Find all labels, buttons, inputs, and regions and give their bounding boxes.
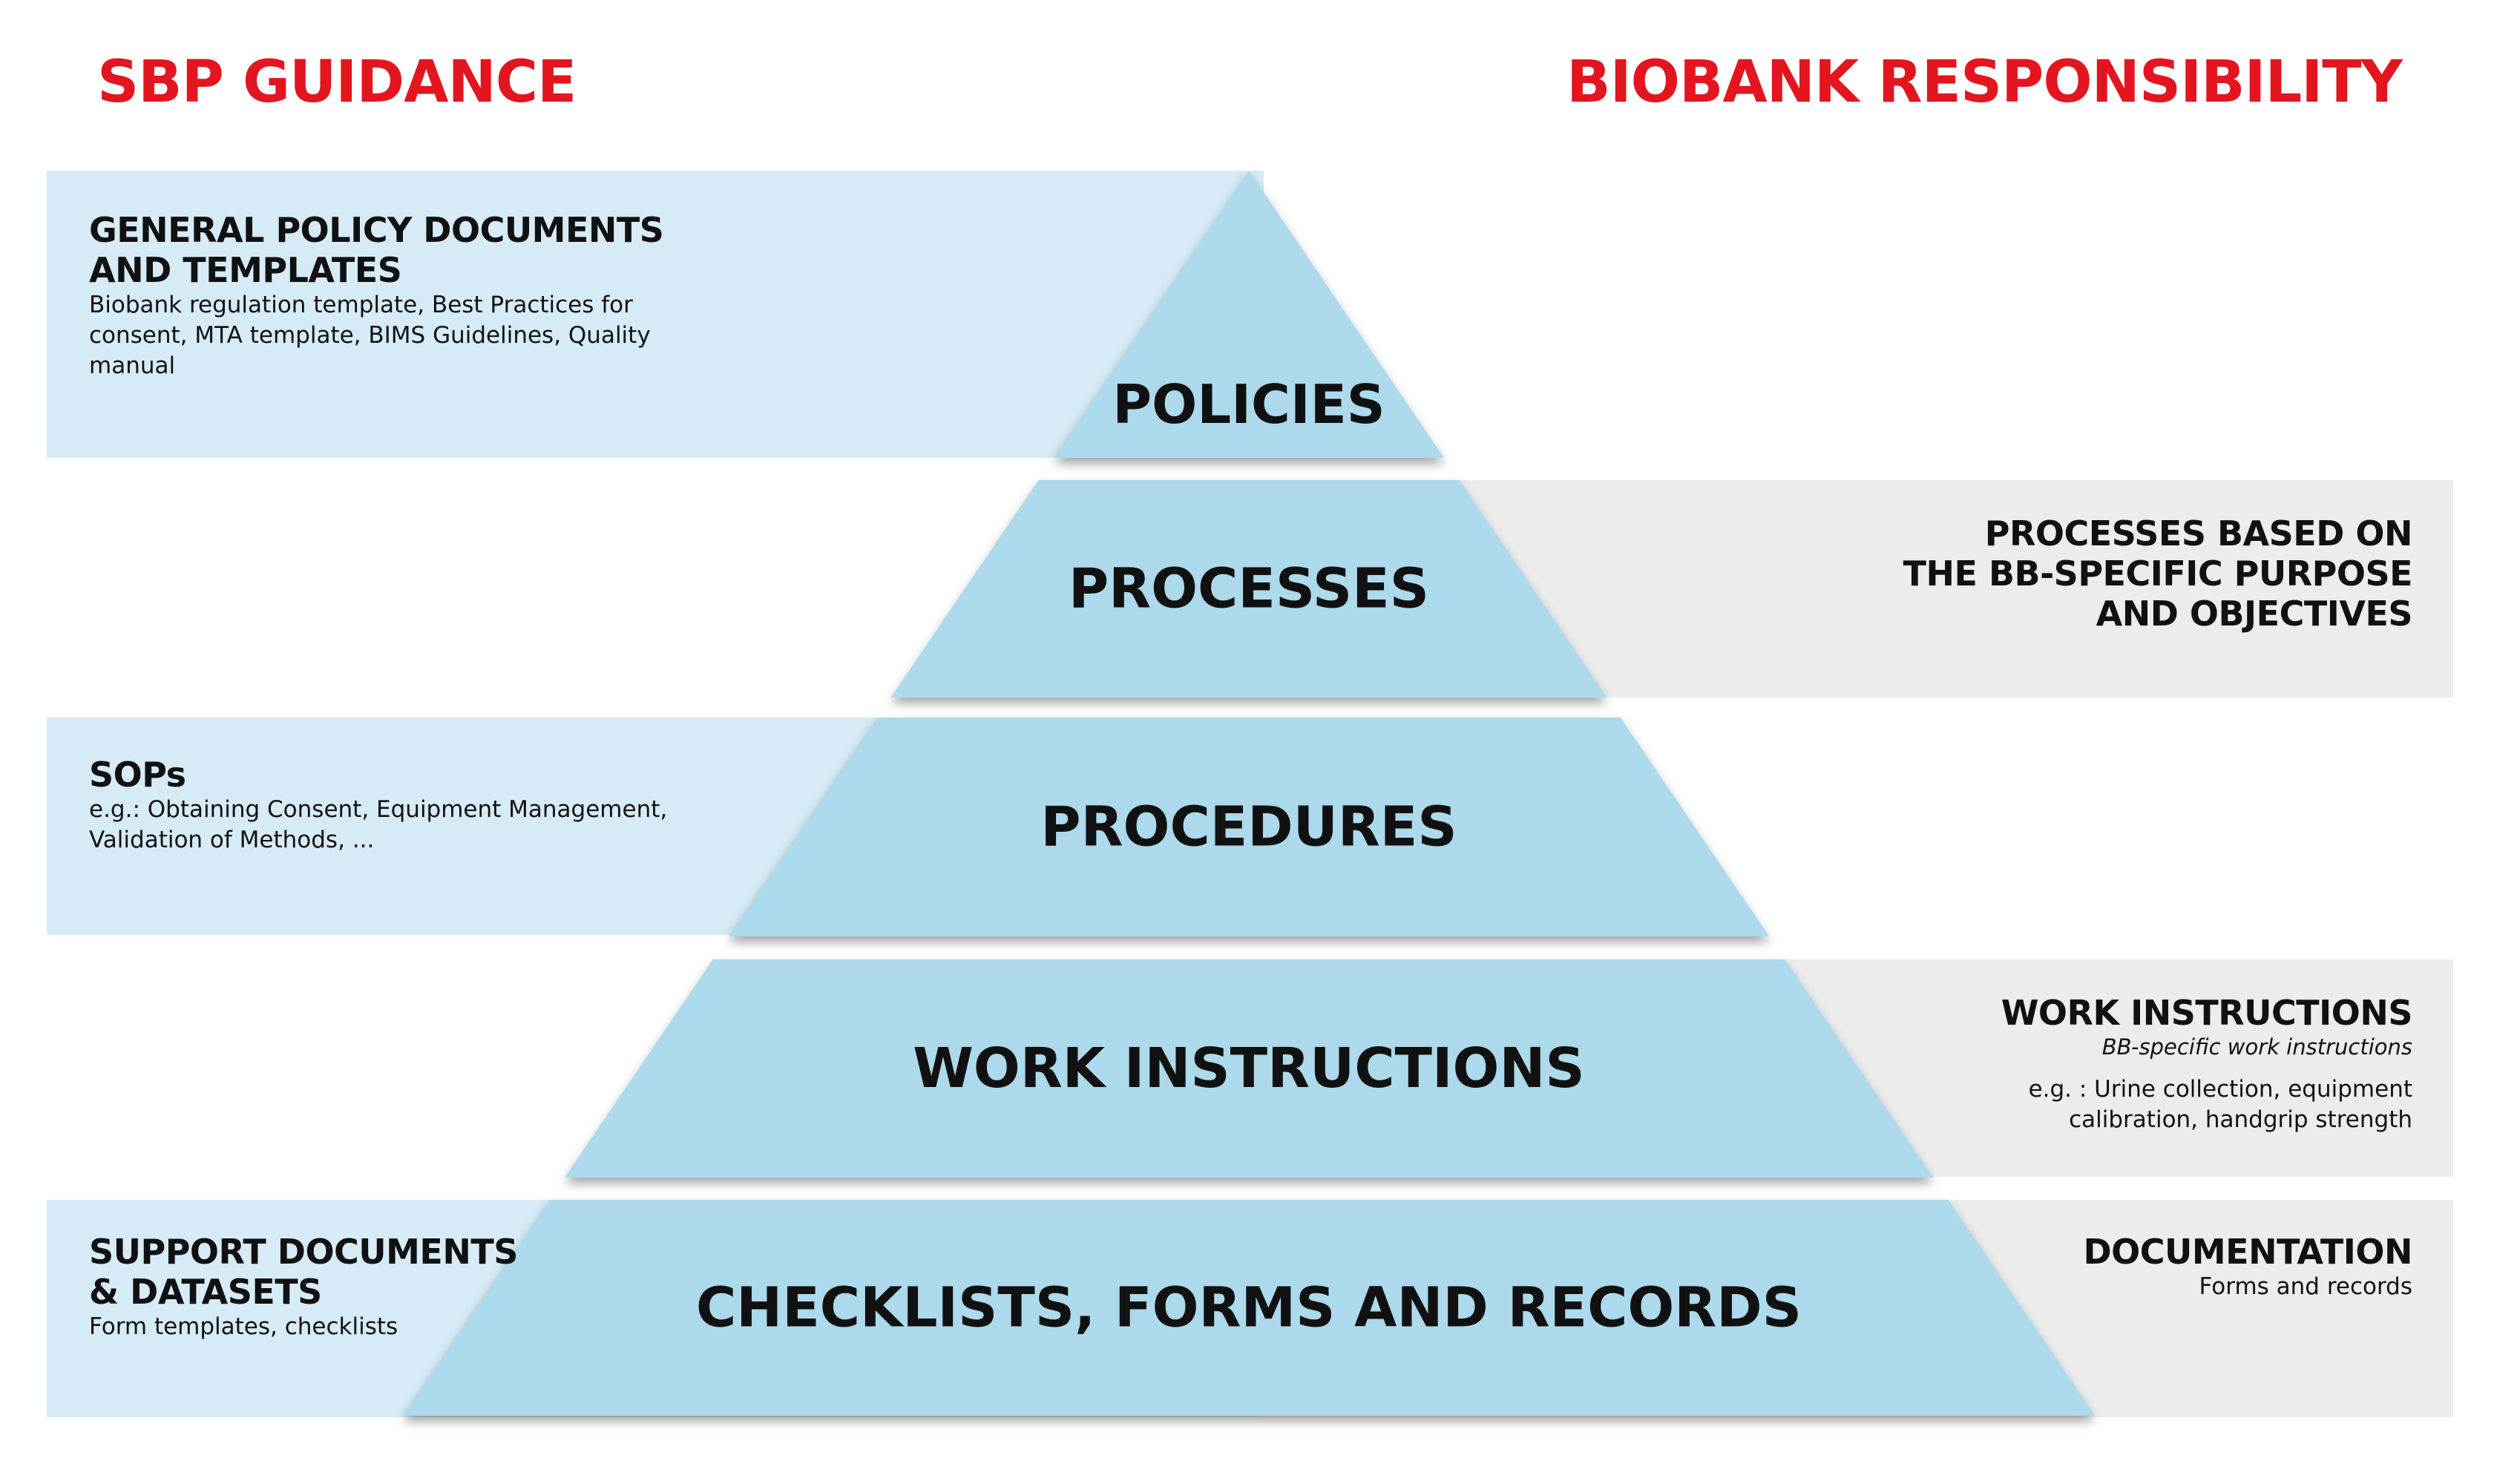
- policies-left-desc-line-3: manual: [89, 352, 176, 379]
- biobank-responsibility-heading: BIOBANK RESPONSIBILITY: [1566, 49, 2403, 116]
- policies-left-band: [47, 171, 1264, 458]
- checklists-left-title-line-1: SUPPORT DOCUMENTS: [89, 1232, 518, 1272]
- processes-right-title-line-3: AND OBJECTIVES: [2096, 594, 2413, 634]
- documentation-right-title: DOCUMENTATION: [2083, 1232, 2412, 1272]
- work-instructions-right-desc-line-1: e.g. : Urine collection, equipment: [2028, 1076, 2412, 1103]
- policies-left-title-line-2: AND TEMPLATES: [89, 250, 402, 290]
- processes-right-title-line-2: THE BB-SPECIFIC PURPOSE: [1903, 554, 2413, 594]
- processes-right-title-line-1: PROCESSES BASED ON: [1984, 513, 2413, 554]
- work-instructions-right-desc-line-2: calibration, handgrip strength: [2069, 1106, 2412, 1133]
- procedures-left-desc-line-1: e.g.: Obtaining Consent, Equipment Manag…: [89, 796, 668, 823]
- pyramid-label-policies: POLICIES: [1112, 373, 1385, 436]
- pyramid-level-work-instructions: [565, 959, 1933, 1178]
- policies-left-title-line-1: GENERAL POLICY DOCUMENTS: [89, 210, 664, 250]
- pyramid-level-procedures: [728, 718, 1770, 936]
- checklists-left-panel: SUPPORT DOCUMENTS & DATASETS Form templa…: [89, 1232, 608, 1342]
- policies-left-desc-line-1: Biobank regulation template, Best Practi…: [89, 292, 633, 318]
- pyramid-label-processes: PROCESSES: [1069, 557, 1429, 621]
- pyramid-label-work-instructions: WORK INSTRUCTIONS: [913, 1037, 1584, 1100]
- processes-right-panel: PROCESSES BASED ON THE BB-SPECIFIC PURPO…: [1745, 513, 2413, 634]
- pyramid-level-checklists-forms-records: [403, 1200, 2095, 1416]
- pyramid-level-processes: [890, 480, 1607, 697]
- policies-left-desc-line-2: consent, MTA template, BIMS Guidelines, …: [89, 322, 651, 349]
- procedures-left-panel: SOPs e.g.: Obtaining Consent, Equipment …: [89, 755, 794, 856]
- checklists-left-desc: Form templates, checklists: [89, 1313, 398, 1340]
- work-instructions-right-subtitle: BB-specific work instructions: [2101, 1034, 2412, 1060]
- documentation-right-desc: Forms and records: [2199, 1273, 2412, 1300]
- spacer: [1745, 1061, 2412, 1074]
- sbp-guidance-heading: SBP GUIDANCE: [97, 49, 577, 116]
- pyramid-label-procedures: PROCEDURES: [1040, 795, 1457, 859]
- pyramid-level-policies: [1054, 171, 1444, 458]
- work-instructions-right-panel: WORK INSTRUCTIONS BB-specific work instr…: [1745, 993, 2413, 1135]
- policies-left-panel: GENERAL POLICY DOCUMENTS AND TEMPLATES B…: [89, 210, 757, 381]
- procedures-left-title: SOPs: [89, 755, 186, 795]
- work-instructions-right-title: WORK INSTRUCTIONS: [2001, 993, 2413, 1033]
- procedures-left-desc-line-2: Validation of Methods, ...: [89, 827, 375, 853]
- documentation-right-panel: DOCUMENTATION Forms and records: [1745, 1232, 2412, 1302]
- pyramid-label-checklists-forms-records: CHECKLISTS, FORMS AND RECORDS: [696, 1276, 1802, 1340]
- checklists-left-title-line-2: & DATASETS: [89, 1272, 322, 1312]
